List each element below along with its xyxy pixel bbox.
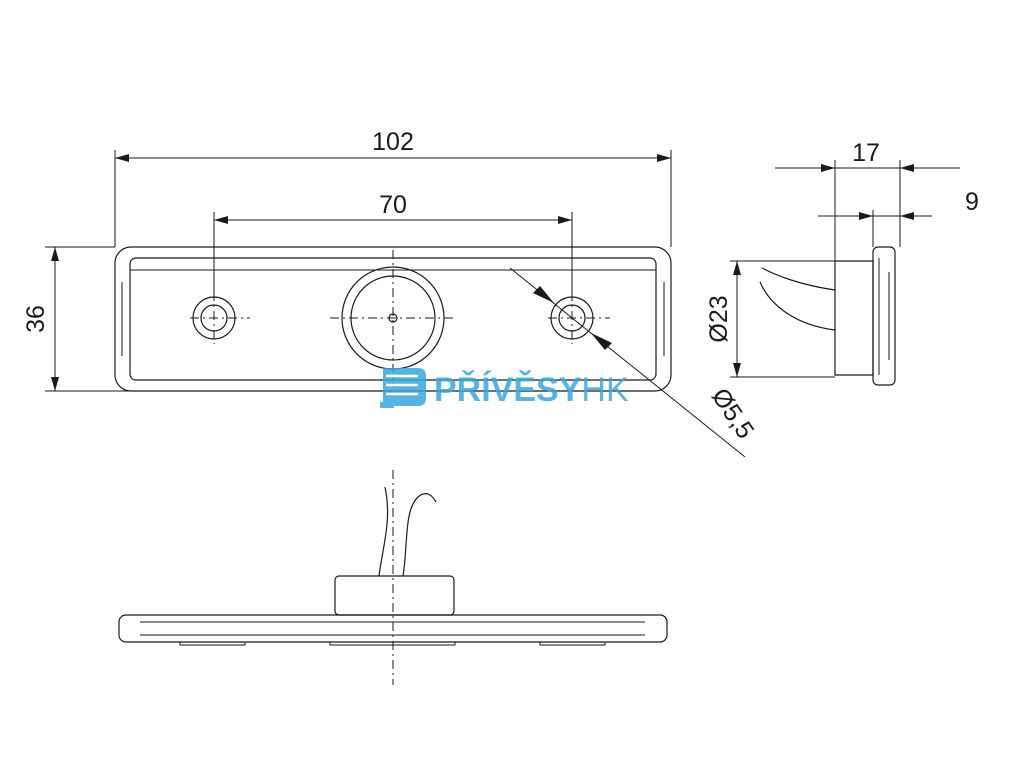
dim-overall-length: 102 xyxy=(372,128,414,156)
front-view: 102 70 36 Ø5,5 xyxy=(22,128,760,458)
top-cable xyxy=(378,486,389,577)
dim-height: 36 xyxy=(22,305,50,333)
side-cable xyxy=(761,267,836,291)
dim-lip-thickness: 9 xyxy=(965,188,979,216)
trailer-logo-icon xyxy=(380,368,426,408)
dim-hole-diameter: Ø5,5 xyxy=(706,383,760,444)
top-view xyxy=(118,470,668,685)
watermark-brand-bold: PŘÍVĚSY xyxy=(434,371,582,409)
side-flange xyxy=(872,246,896,386)
side-body xyxy=(834,260,874,376)
dim-lens-diameter: Ø23 xyxy=(705,295,733,342)
dim-side-depth: 17 xyxy=(852,139,880,167)
side-view: 17 9 Ø23 xyxy=(705,139,979,386)
top-cable-base xyxy=(334,575,455,616)
watermark-text: PŘÍVĚSYHK xyxy=(434,371,629,409)
watermark-brand-light: HK xyxy=(581,371,629,409)
dim-hole-spacing: 70 xyxy=(379,191,407,219)
watermark-logo: PŘÍVĚSYHK xyxy=(380,368,629,409)
